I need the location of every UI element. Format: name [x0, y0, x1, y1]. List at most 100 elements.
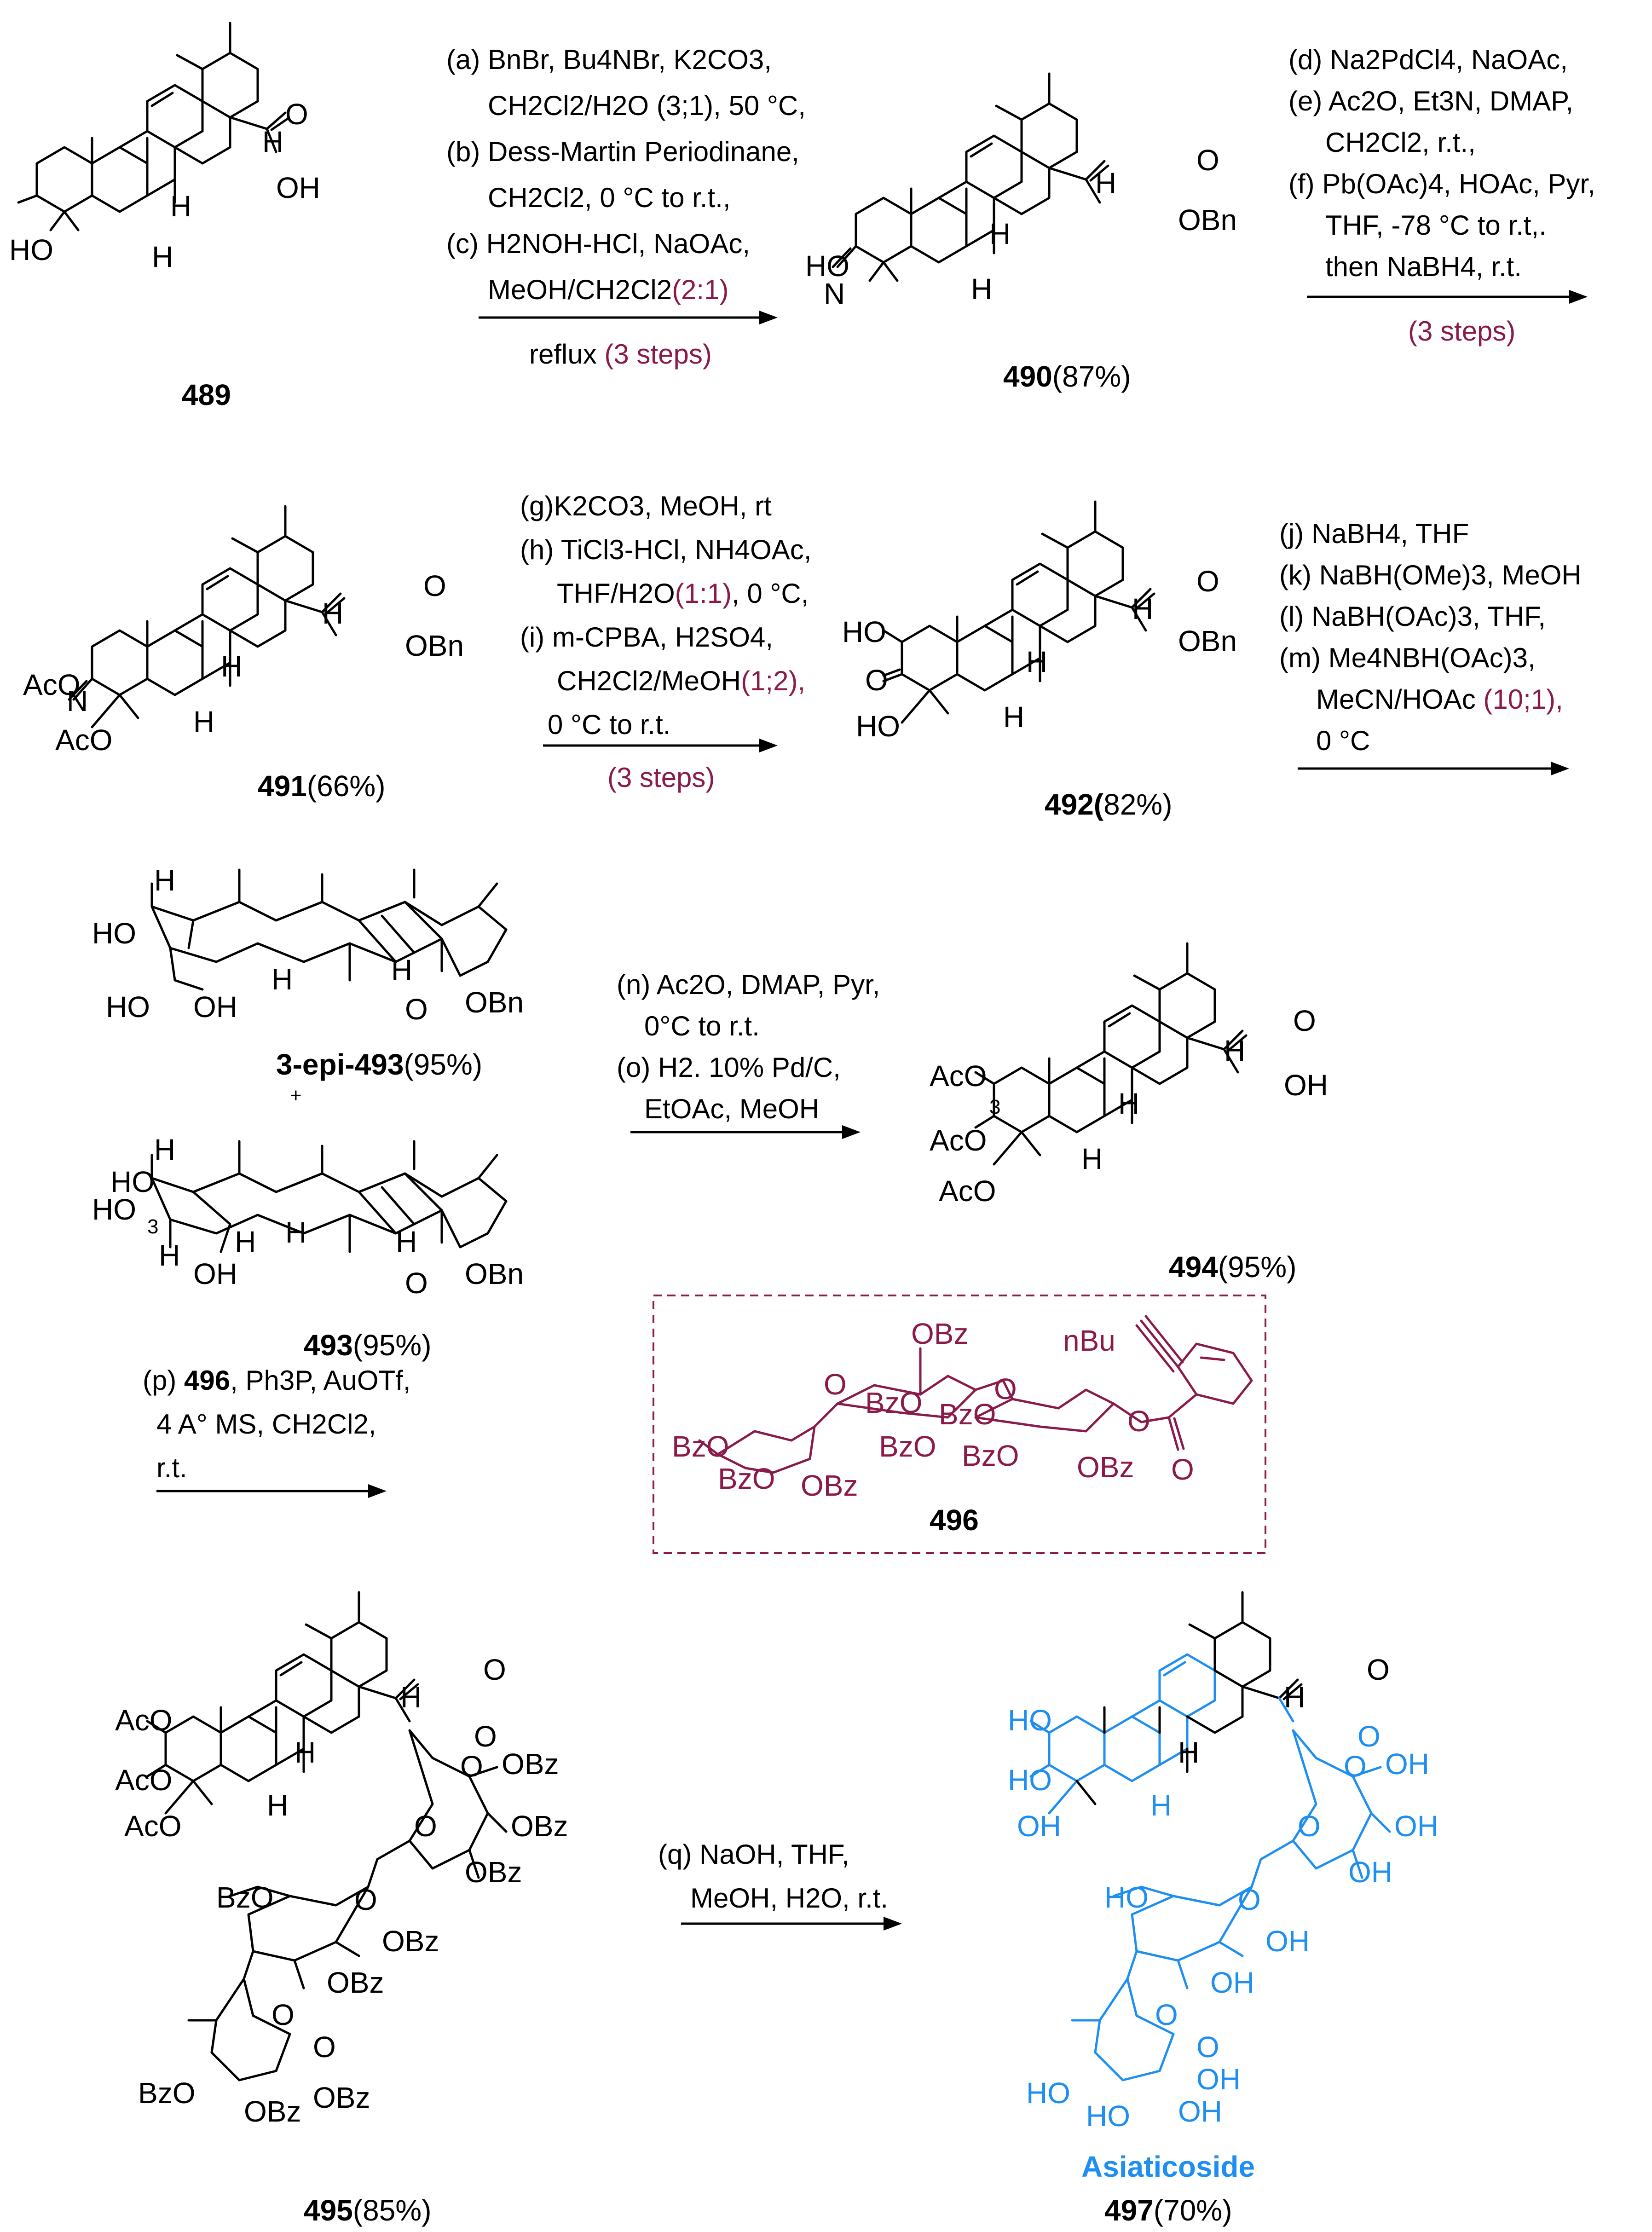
atom-label: BzO [879, 1430, 936, 1463]
atom-label: O [1196, 144, 1219, 177]
compound-number: 490 [1003, 360, 1052, 393]
compound-489-structure [17, 22, 289, 231]
atom-label: BzO [138, 2076, 195, 2110]
atom-label: OH [1196, 2063, 1241, 2096]
condition-line: (n) Ac2O, DMAP, Pyr, [617, 969, 880, 1000]
compound-number: 489 [182, 378, 231, 411]
compound-number: 497 [1104, 2194, 1154, 2227]
condition-line: 0°C to r.t. [644, 1011, 760, 1041]
arrowhead [884, 1917, 902, 1931]
atom-label: OBn [465, 1257, 524, 1290]
atom-label: AcO [115, 1704, 172, 1737]
condition-line: 0 °C to r.t. [548, 709, 670, 740]
condition-line: (h) TiCl3-HCl, NH4OAc, [520, 534, 811, 565]
atom-label: AcO [55, 723, 112, 757]
atom-label: 3 [989, 1096, 1000, 1118]
condition-line: (d) Na2PdCl4, NaOAc, [1288, 44, 1568, 75]
atom-label: H [971, 272, 992, 306]
condition-steps: (3 steps) [604, 339, 711, 370]
condition-line: THF/H2O(1:1), 0 °C, [557, 578, 809, 609]
condition-line: THF, -78 °C to r.t,. [1325, 210, 1547, 241]
atom-label: H [1003, 700, 1024, 734]
compound-490-structure [832, 72, 1109, 282]
conditions-p: (p) 496, Ph3P, AuOTf, 4 A° MS, CH2Cl2, r… [143, 1365, 411, 1483]
condition-line: (q) NaOH, THF, [658, 1839, 849, 1870]
atom-label: H [322, 597, 343, 630]
atom-label: O [1196, 2030, 1219, 2064]
atom-label: OH [193, 1257, 237, 1290]
atom-label: AcO [930, 1124, 987, 1157]
atom-label: H [1026, 645, 1047, 678]
atom-label: AcO [124, 1810, 181, 1843]
atom-label: O [1238, 1883, 1261, 1916]
condition-line: (o) H2. 10% Pd/C, [617, 1052, 841, 1083]
compound-label-494: 494(95%) [1169, 1250, 1297, 1284]
atom-label: H [193, 705, 214, 738]
atom-label: BzO [718, 1462, 775, 1495]
compound-label-493: 493(95%) [304, 1329, 432, 1362]
atom-label: BzO [865, 1386, 922, 1419]
atom-label: OH [1394, 1810, 1438, 1843]
atom-label: 3 [147, 1215, 158, 1238]
atom-label: O [354, 1883, 377, 1916]
atom-label: O [824, 1368, 847, 1401]
atom-label: O [994, 1372, 1017, 1405]
condition-text: reflux [529, 339, 604, 370]
atom-label: O [423, 569, 446, 602]
compound-label-490: 490(87%) [1003, 360, 1131, 393]
condition-line: reflux (3 steps) [529, 339, 712, 370]
atom-label: OH [1210, 1966, 1254, 1999]
condition-text: MeOH/CH2Cl2 [488, 274, 672, 305]
condition-steps: (3 steps) [607, 762, 715, 793]
atom-label: O [1155, 1998, 1178, 2031]
atom-label: OH [1017, 1810, 1061, 1843]
atom-label: HO [9, 233, 53, 266]
arrowhead [759, 311, 778, 324]
atom-label: OBz [502, 1747, 559, 1781]
atom-label: OBz [911, 1317, 968, 1350]
atom-label: OBn [1178, 624, 1237, 658]
atom-label: O [1171, 1453, 1194, 1486]
arrowhead [1569, 290, 1588, 304]
compound-496-structure [698, 1315, 1253, 1474]
conditions-d-f: (d) Na2PdCl4, NaOAc, (e) Ac2O, Et3N, DMA… [1288, 44, 1595, 347]
arrowhead [759, 739, 778, 752]
compound-yield: (85%) [353, 2194, 432, 2227]
condition-line: EtOAc, MeOH [644, 1093, 819, 1124]
atom-label: OH [1265, 1925, 1310, 1958]
condition-line: CH2Cl2/H2O (3;1), 50 °C, [488, 90, 806, 121]
atom-label: OH [193, 990, 237, 1023]
atom-label: HO [110, 1165, 155, 1198]
atom-label: O [1344, 1750, 1367, 1783]
compound-label-491: 491(66%) [258, 769, 386, 803]
compound-495-structure [146, 1591, 508, 2082]
atom-label: N [824, 277, 845, 310]
atom-label: H [396, 1225, 417, 1258]
compound-yield: (95%) [1218, 1250, 1297, 1284]
atom-label: OBz [801, 1469, 858, 1502]
condition-ratio: (2:1) [672, 274, 728, 305]
arrowhead [1551, 762, 1569, 775]
arrowhead [842, 1125, 861, 1139]
atom-label: AcO [115, 1764, 172, 1797]
atom-label: O [483, 1653, 506, 1686]
condition-line: (m) Me4NBH(OAc)3, [1279, 642, 1536, 673]
arrowhead [368, 1484, 387, 1498]
atom-label: H [989, 217, 1011, 250]
atom-label: O [1298, 1810, 1321, 1843]
condition-line: MeOH, H2O, r.t. [690, 1883, 888, 1914]
atom-label: HO [805, 249, 849, 283]
atom-label: nBu [1063, 1324, 1115, 1357]
atom-label: O [405, 993, 428, 1026]
atom-label: O [405, 1266, 428, 1300]
compound-label-3-epi-493: 3-epi-493(95%) [276, 1048, 482, 1081]
condition-line: (j) NaBH4, THF [1279, 518, 1469, 549]
compound-name: Asiaticoside [1081, 2150, 1255, 2183]
condition-text: THF/H2O [557, 578, 675, 609]
atom-label: O [285, 98, 308, 131]
compound-number: 492( [1045, 788, 1104, 821]
condition-line: CH2Cl2, 0 °C to r.t., [488, 182, 731, 213]
condition-line: 0 °C [1316, 725, 1370, 756]
atom-label: OBz [382, 1925, 439, 1958]
